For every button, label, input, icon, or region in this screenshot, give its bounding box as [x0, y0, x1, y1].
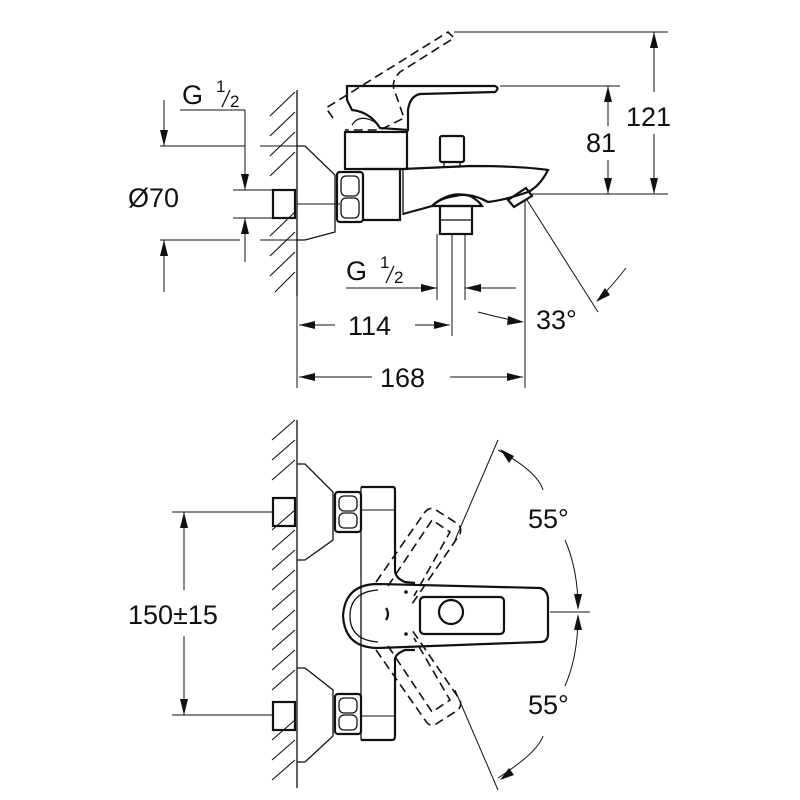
dim-spout-angle: 33° — [477, 199, 627, 335]
svg-text:168: 168 — [380, 363, 425, 393]
nut-side — [335, 170, 365, 224]
svg-text:150±15: 150±15 — [128, 600, 218, 630]
mixer-body-side — [343, 130, 550, 236]
svg-text:33°: 33° — [536, 305, 577, 335]
lever-raised-dashed — [324, 30, 456, 131]
side-view: Ø70 G 1 2 81 121 — [128, 30, 671, 393]
svg-text:1: 1 — [380, 253, 389, 272]
inlet-stub-top-lower — [271, 700, 297, 732]
dim-diameter-label: Ø70 — [128, 183, 179, 213]
dim-height: 81 121 — [586, 32, 671, 194]
svg-text:G: G — [346, 256, 367, 286]
svg-text:55°: 55° — [528, 690, 569, 720]
dim-outlet-distance: 114 — [296, 234, 453, 388]
mixer-body-top — [360, 485, 416, 742]
svg-text:81: 81 — [586, 128, 616, 158]
escutcheon-top-upper — [297, 463, 334, 561]
inlet-stub-top-upper — [271, 496, 297, 528]
wall-hatch-side — [269, 90, 298, 296]
svg-text:55°: 55° — [528, 504, 569, 534]
dim-diameter: Ø70 — [128, 100, 179, 292]
svg-text:1: 1 — [216, 77, 225, 96]
inlet-stub-side — [271, 188, 297, 220]
dim-spout-length: 168 — [299, 200, 526, 393]
svg-text:121: 121 — [626, 102, 671, 132]
svg-text:2: 2 — [394, 268, 403, 287]
escutcheon-side — [297, 145, 336, 241]
nut-top-upper — [333, 490, 363, 534]
lever-side — [345, 84, 499, 132]
wall-hatch-top — [271, 419, 298, 788]
svg-text:G: G — [182, 80, 203, 110]
top-view: 150±15 55° 55° — [128, 419, 590, 791]
dim-inlet-spacing: 150±15 — [128, 511, 273, 716]
escutcheon-top-lower — [297, 667, 334, 763]
svg-text:114: 114 — [348, 311, 391, 341]
dim-lever-angle: 55° 55° — [454, 439, 590, 791]
dim-thread-outlet: G 1 2 — [346, 234, 516, 300]
nut-top-lower — [333, 692, 363, 736]
dim-thread-top: G 1 2 — [180, 77, 249, 262]
svg-text:2: 2 — [230, 92, 239, 111]
lever-top — [341, 582, 550, 650]
